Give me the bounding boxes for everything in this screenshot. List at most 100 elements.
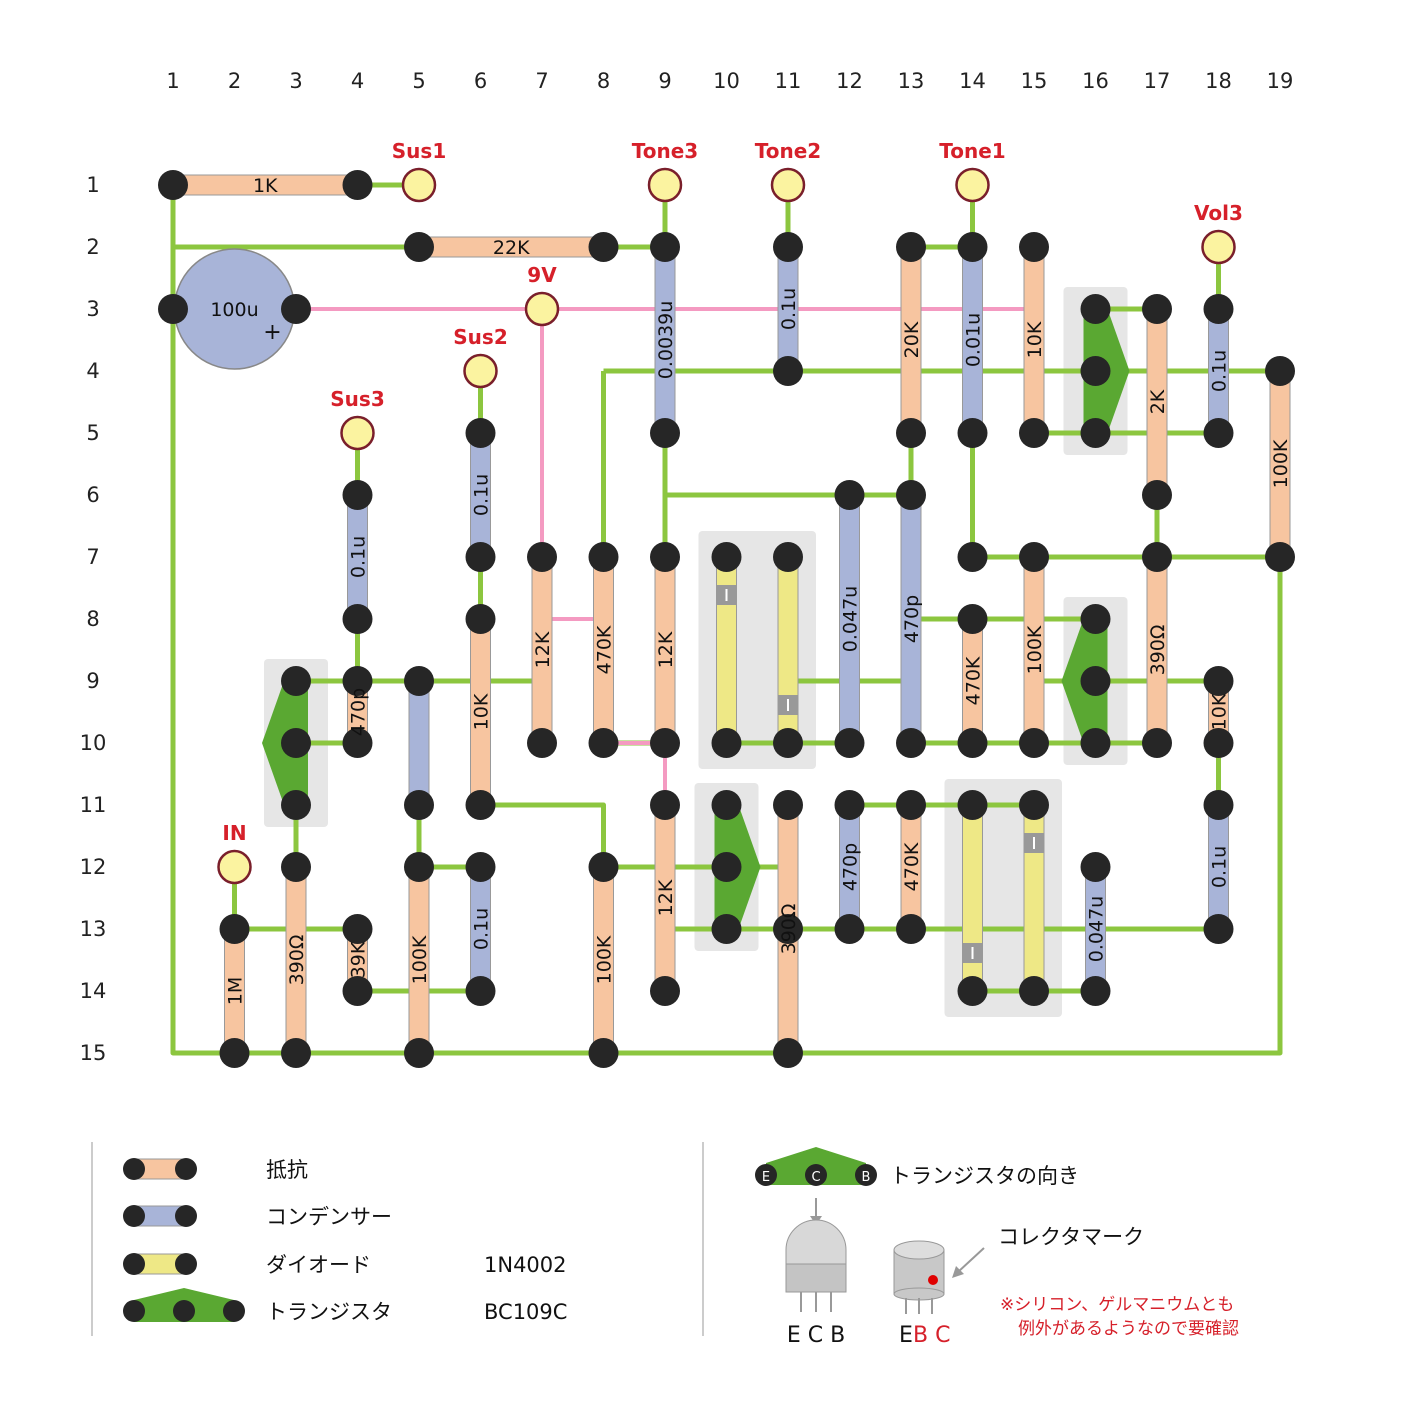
solder-pads xyxy=(158,170,1295,1068)
resistor-label: 2K xyxy=(1147,389,1169,414)
pad xyxy=(342,480,373,510)
pad xyxy=(650,542,680,572)
column-number: 8 xyxy=(597,69,610,93)
diode xyxy=(777,556,799,744)
pad xyxy=(773,914,803,944)
row-number: 7 xyxy=(86,545,99,569)
pad xyxy=(342,728,373,758)
legend-transistor-swatch xyxy=(123,1288,245,1322)
jack xyxy=(401,167,437,203)
pad xyxy=(465,542,496,572)
electrolytic-label: 100u xyxy=(210,299,258,321)
pad xyxy=(465,418,496,448)
resistor-label: 100K xyxy=(409,935,431,984)
pad xyxy=(219,914,250,944)
column-number: 2 xyxy=(228,69,241,93)
row-number: 15 xyxy=(80,1041,107,1065)
resistor-label: 100K xyxy=(594,935,616,984)
jack xyxy=(524,291,560,327)
row-number: 10 xyxy=(80,731,107,755)
pad xyxy=(588,232,619,262)
jack-label: Vol3 xyxy=(1194,201,1243,225)
pad xyxy=(404,790,434,820)
row-number: 9 xyxy=(86,669,99,693)
jack xyxy=(955,167,990,203)
pad xyxy=(773,728,803,758)
diode xyxy=(1023,804,1045,992)
pad xyxy=(1203,418,1234,448)
note-line-2: 例外があるようなので要確認 xyxy=(1018,1319,1239,1339)
pad xyxy=(588,852,619,882)
pad xyxy=(957,790,988,820)
capacitor-label: 0.01u xyxy=(963,313,985,367)
pad xyxy=(711,790,742,820)
resistor-label: 12K xyxy=(655,631,677,668)
legend: 抵抗 コンデンサー ダイオード 1N4002 トランジスタ BC109C xyxy=(91,1142,1239,1348)
pad xyxy=(1142,728,1172,758)
capacitor-label: 0.1u xyxy=(778,288,800,330)
orientation-pin-b: B xyxy=(862,1170,871,1185)
pad xyxy=(404,1038,434,1068)
pad xyxy=(158,294,188,324)
orientation-pin-c: C xyxy=(811,1170,820,1185)
package-b-pins-bc: B C xyxy=(913,1323,950,1348)
row-number: 1 xyxy=(86,173,99,197)
legend-diode-label: ダイオード xyxy=(266,1253,371,1277)
diode xyxy=(962,804,983,992)
pad xyxy=(281,852,311,882)
jack-label: Sus1 xyxy=(392,139,446,163)
pad xyxy=(957,604,988,634)
pad xyxy=(588,1038,619,1068)
pad xyxy=(465,852,496,882)
pad xyxy=(342,604,373,634)
collector-mark-label: コレクタマーク xyxy=(998,1225,1144,1249)
pad xyxy=(896,480,926,510)
pad xyxy=(1203,294,1234,324)
pad xyxy=(650,976,680,1006)
pad xyxy=(1203,666,1234,696)
pad xyxy=(834,480,865,510)
resistor-label: 470K xyxy=(594,625,616,674)
pad xyxy=(281,666,311,696)
legend-diode-swatch xyxy=(123,1253,197,1275)
pad xyxy=(1080,852,1111,882)
collector-dot-icon xyxy=(928,1275,938,1285)
note-line-1: ※シリコン、ゲルマニウムとも xyxy=(1000,1295,1234,1315)
resistor-label: 39K xyxy=(348,941,370,978)
pad xyxy=(1080,356,1111,386)
pad xyxy=(588,542,619,572)
pad xyxy=(650,790,680,820)
wire xyxy=(170,185,1283,1056)
jack-label: Tone2 xyxy=(755,139,821,163)
column-number: 15 xyxy=(1021,69,1048,93)
jack-label: IN xyxy=(222,821,246,845)
row-number: 6 xyxy=(86,483,99,507)
pad xyxy=(896,914,926,944)
row-number: 14 xyxy=(80,979,107,1003)
pad xyxy=(711,914,742,944)
pad xyxy=(650,232,680,262)
resistor-label: 10K xyxy=(1024,321,1046,358)
pad xyxy=(650,728,680,758)
collector-arrow-icon xyxy=(952,1247,985,1278)
pad xyxy=(1080,728,1111,758)
pad xyxy=(1142,294,1172,324)
pad xyxy=(1080,976,1111,1006)
pad xyxy=(404,852,434,882)
pad xyxy=(1142,480,1172,510)
jack xyxy=(647,167,683,203)
transistor-package-a xyxy=(785,1219,847,1312)
pad xyxy=(219,1038,250,1068)
pad xyxy=(1019,790,1049,820)
pad xyxy=(1019,976,1049,1006)
diode-band-mark xyxy=(971,947,974,959)
row-number: 12 xyxy=(80,855,107,879)
pad xyxy=(1203,728,1234,758)
column-number: 7 xyxy=(535,69,548,93)
row-number: 2 xyxy=(86,235,99,259)
column-number: 12 xyxy=(836,69,863,93)
pad xyxy=(1080,666,1111,696)
orientation-pin-e: E xyxy=(762,1170,770,1185)
